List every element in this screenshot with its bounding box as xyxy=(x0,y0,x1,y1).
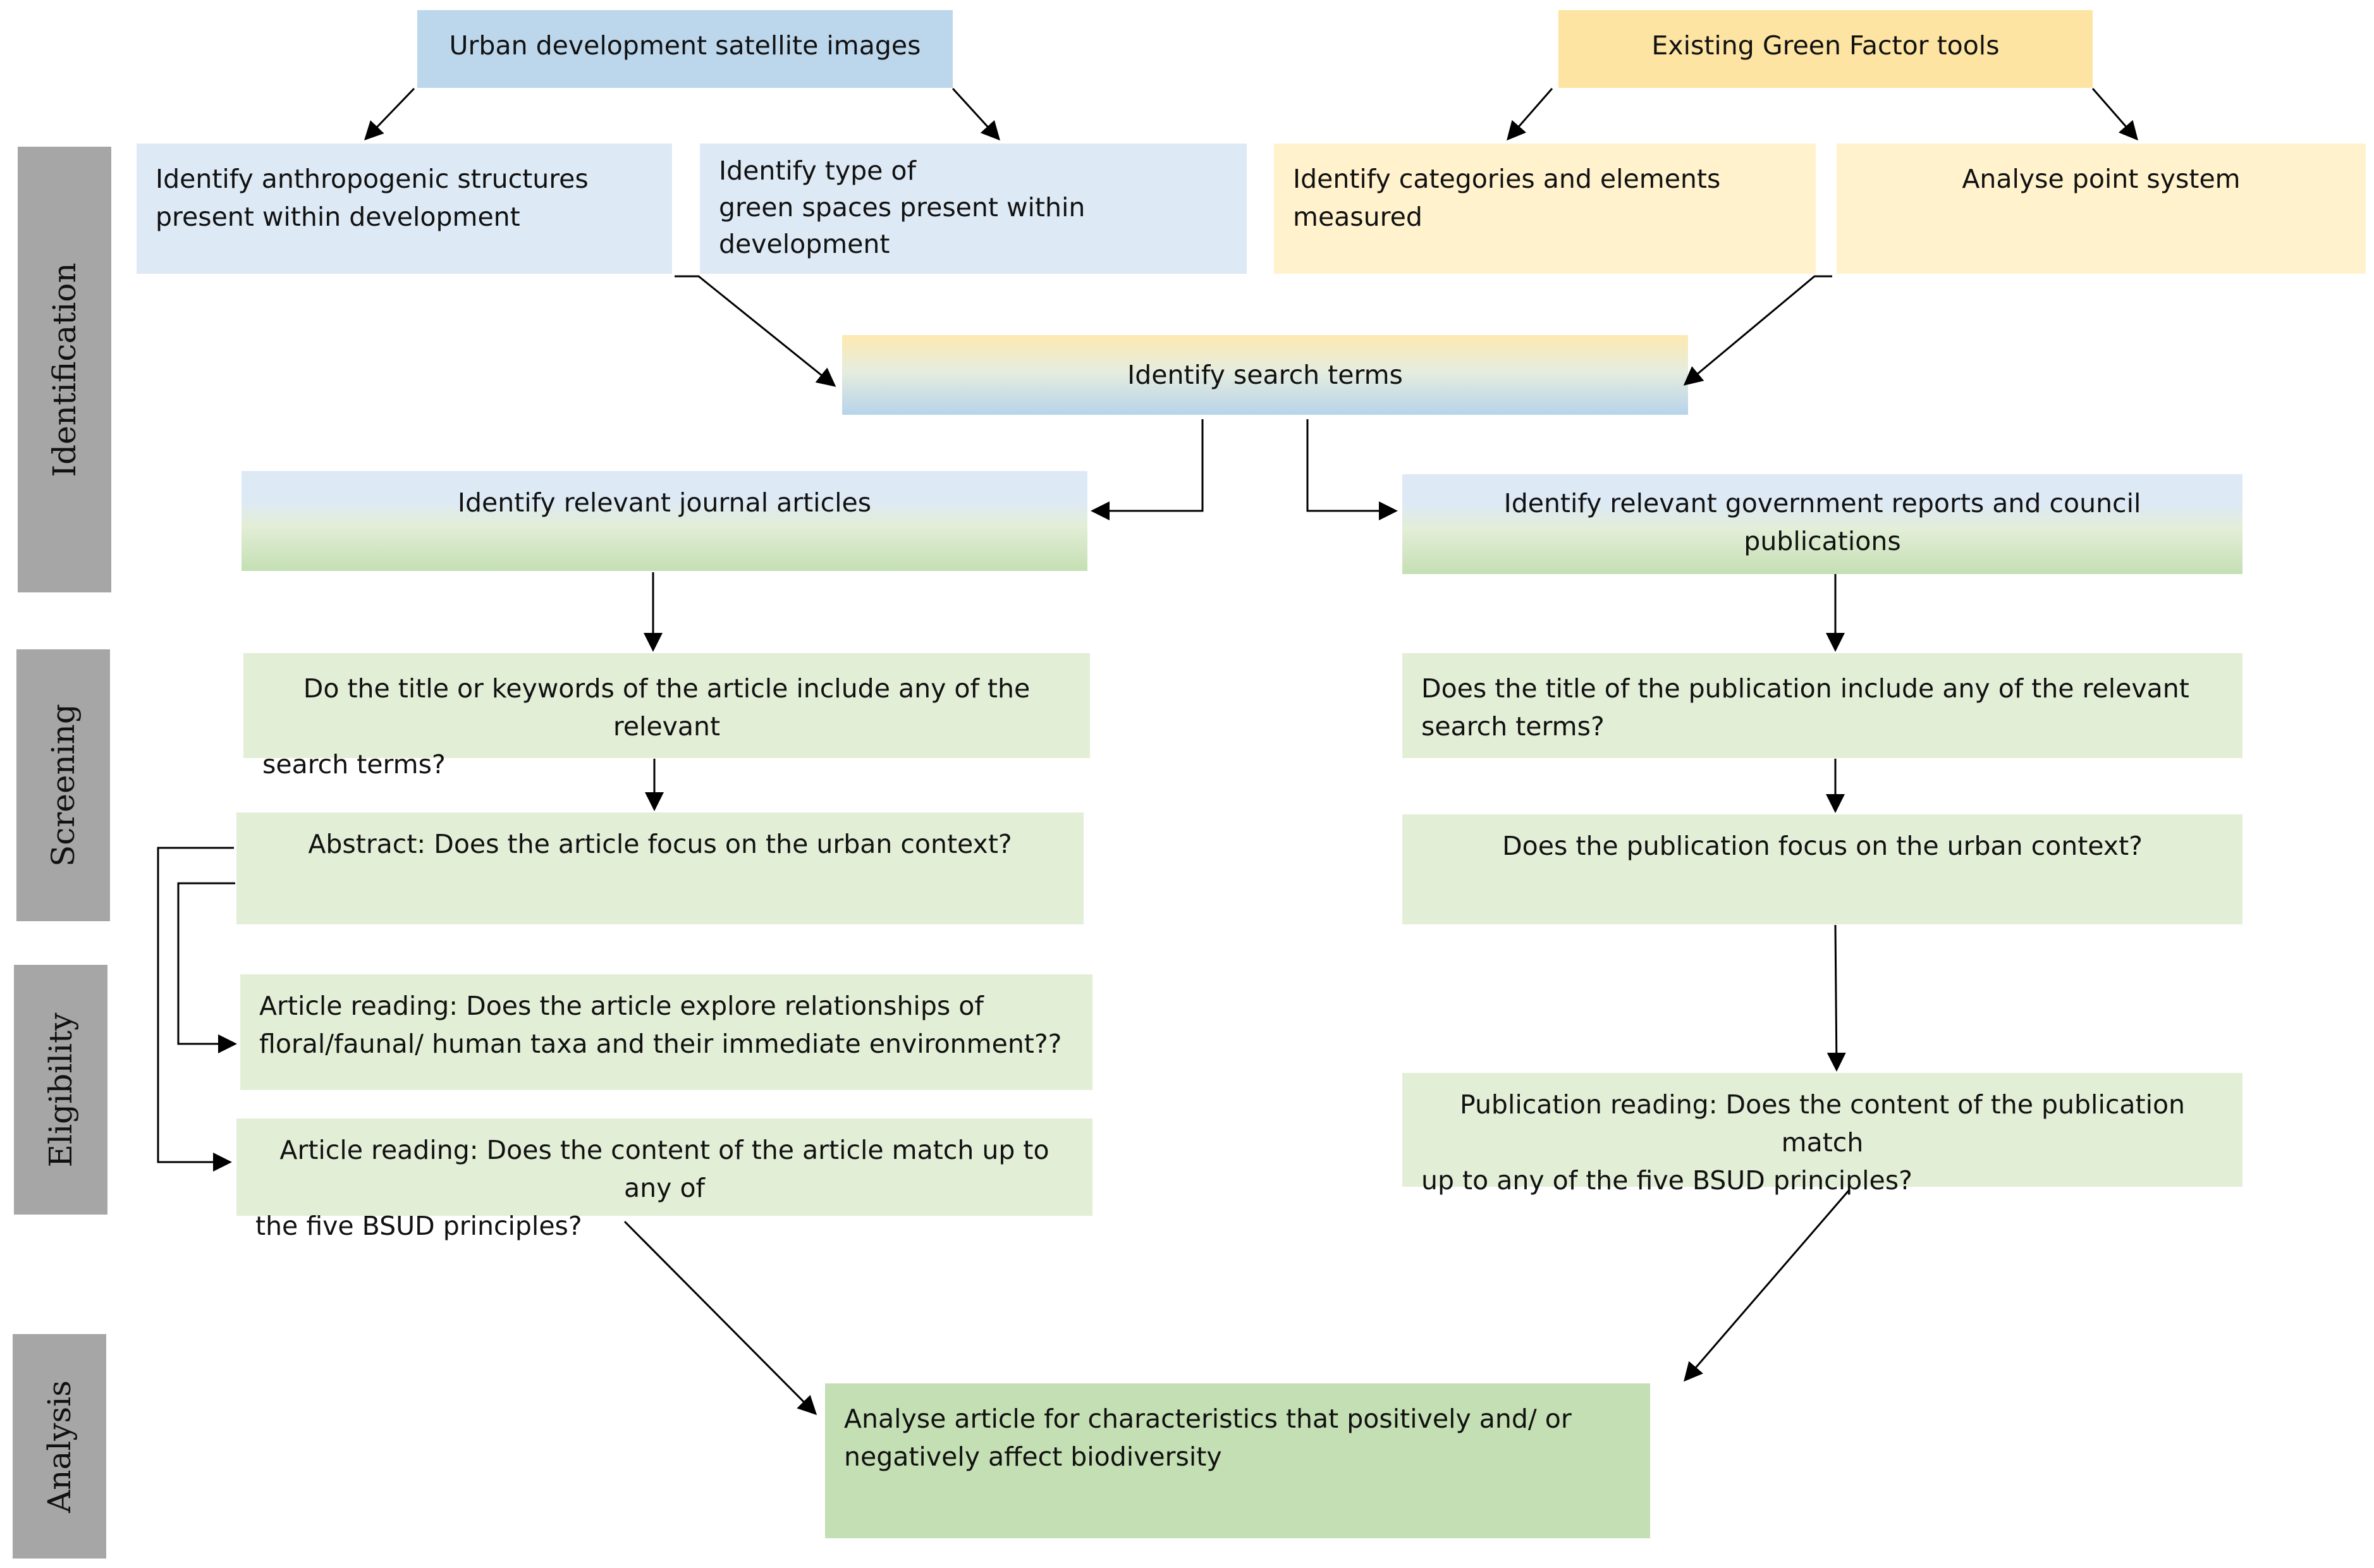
phase-eligibility: Eligibility xyxy=(14,965,107,1215)
article-abstract-check-box: Abstract: Does the article focus on the … xyxy=(236,812,1084,924)
arrow-greenfactor-to-categories xyxy=(1507,88,1553,141)
point-system-text: Analyse point system xyxy=(1962,164,2241,194)
government-reports-text: Identify relevant government reports and… xyxy=(1503,488,2141,556)
article-bsud-check-box: Article reading: Does the content of the… xyxy=(236,1118,1092,1241)
publication-bsud-line-2: up to any of the five BSUD principles? xyxy=(1421,1165,1912,1196)
article-taxa-line-2: floral/faunal/ human taxa and their imme… xyxy=(259,1029,1062,1059)
phase-analysis: Analysis xyxy=(13,1334,106,1559)
search-terms-text: Identify search terms xyxy=(1127,360,1403,390)
publication-title-line-1: Does the title of the publication includ… xyxy=(1421,673,2189,704)
publication-title-line-2: search terms? xyxy=(1421,711,1605,742)
phase-identification: Identification xyxy=(18,147,111,592)
arrow-satellite-to-anthropogenic xyxy=(364,87,415,141)
categories-line-2: measured xyxy=(1293,202,1423,232)
journal-articles-box: Identify relevant journal articles xyxy=(242,471,1087,571)
categories-line-1: Identify categories and elements xyxy=(1293,164,1721,194)
analyse-line-1: Analyse article for characteristics that… xyxy=(844,1404,1572,1434)
article-title-check-box: Do the title or keywords of the article … xyxy=(243,653,1090,780)
search-terms-box: Identify search terms xyxy=(842,335,1688,415)
anthropogenic-structures-box: Identify anthropogenic structures presen… xyxy=(137,144,672,274)
green-spaces-box: Identify type of green spaces present wi… xyxy=(700,144,1247,274)
green-spaces-line-1: Identify type of xyxy=(719,156,916,186)
government-reports-box: Identify relevant government reports and… xyxy=(1402,474,2242,574)
arrow-greenfactor-to-pointsystem xyxy=(2091,88,2138,141)
green-spaces-line-3: development xyxy=(719,229,890,259)
article-title-line-2: search terms? xyxy=(262,749,446,780)
arrow-context-to-pubbsud xyxy=(1826,924,1846,1072)
publication-context-check-box: Does the publication focus on the urban … xyxy=(1402,814,2242,924)
anthropogenic-line-2: present within development xyxy=(156,202,520,232)
anthropogenic-line-1: Identify anthropogenic structures xyxy=(156,164,589,194)
categories-elements-box: Identify categories and elements measure… xyxy=(1274,144,1816,274)
article-bsud-line-2: the five BSUD principles? xyxy=(255,1211,582,1241)
arrow-left-to-search xyxy=(675,275,836,387)
arrow-bsud-to-analysis xyxy=(623,1220,817,1416)
satellite-images-box: Urban development satellite images xyxy=(417,10,953,88)
arrow-pubbsud-to-analysis xyxy=(1684,1189,1851,1382)
arrow-satellite-to-greenspaces xyxy=(951,87,1001,141)
analyse-line-2: negatively affect biodiversity xyxy=(844,1442,1222,1472)
arrow-search-to-reports xyxy=(1306,419,1398,520)
article-abstract-text: Abstract: Does the article focus on the … xyxy=(308,829,1012,859)
green-spaces-line-2: green spaces present within xyxy=(719,192,1086,223)
point-system-box: Analyse point system xyxy=(1837,144,2366,274)
article-taxa-line-1: Article reading: Does the article explor… xyxy=(259,991,984,1021)
green-factor-tools-text: Existing Green Factor tools xyxy=(1651,30,2000,61)
article-taxa-check-box: Article reading: Does the article explor… xyxy=(240,974,1092,1090)
article-title-line-1: Do the title or keywords of the article … xyxy=(303,673,1031,742)
arrow-abstract-to-taxa xyxy=(177,882,237,1053)
publication-bsud-check-box: Publication reading: Does the content of… xyxy=(1402,1073,2242,1196)
publication-bsud-line-1: Publication reading: Does the content of… xyxy=(1459,1089,2186,1158)
publication-title-check-box: Does the title of the publication includ… xyxy=(1402,653,2242,758)
publication-context-text: Does the publication focus on the urban … xyxy=(1502,831,2143,861)
arrow-search-to-journals xyxy=(1091,419,1204,520)
arrow-right-to-search xyxy=(1683,275,1832,386)
phase-screening: Screening xyxy=(16,649,110,921)
article-bsud-line-1: Article reading: Does the content of the… xyxy=(279,1135,1049,1203)
satellite-images-text: Urban development satellite images xyxy=(449,30,921,61)
green-factor-tools-box: Existing Green Factor tools xyxy=(1558,10,2093,88)
arrow-abstract-to-bsud xyxy=(157,847,234,1172)
journal-articles-text: Identify relevant journal articles xyxy=(457,487,872,518)
analyse-biodiversity-box: Analyse article for characteristics that… xyxy=(825,1383,1650,1538)
